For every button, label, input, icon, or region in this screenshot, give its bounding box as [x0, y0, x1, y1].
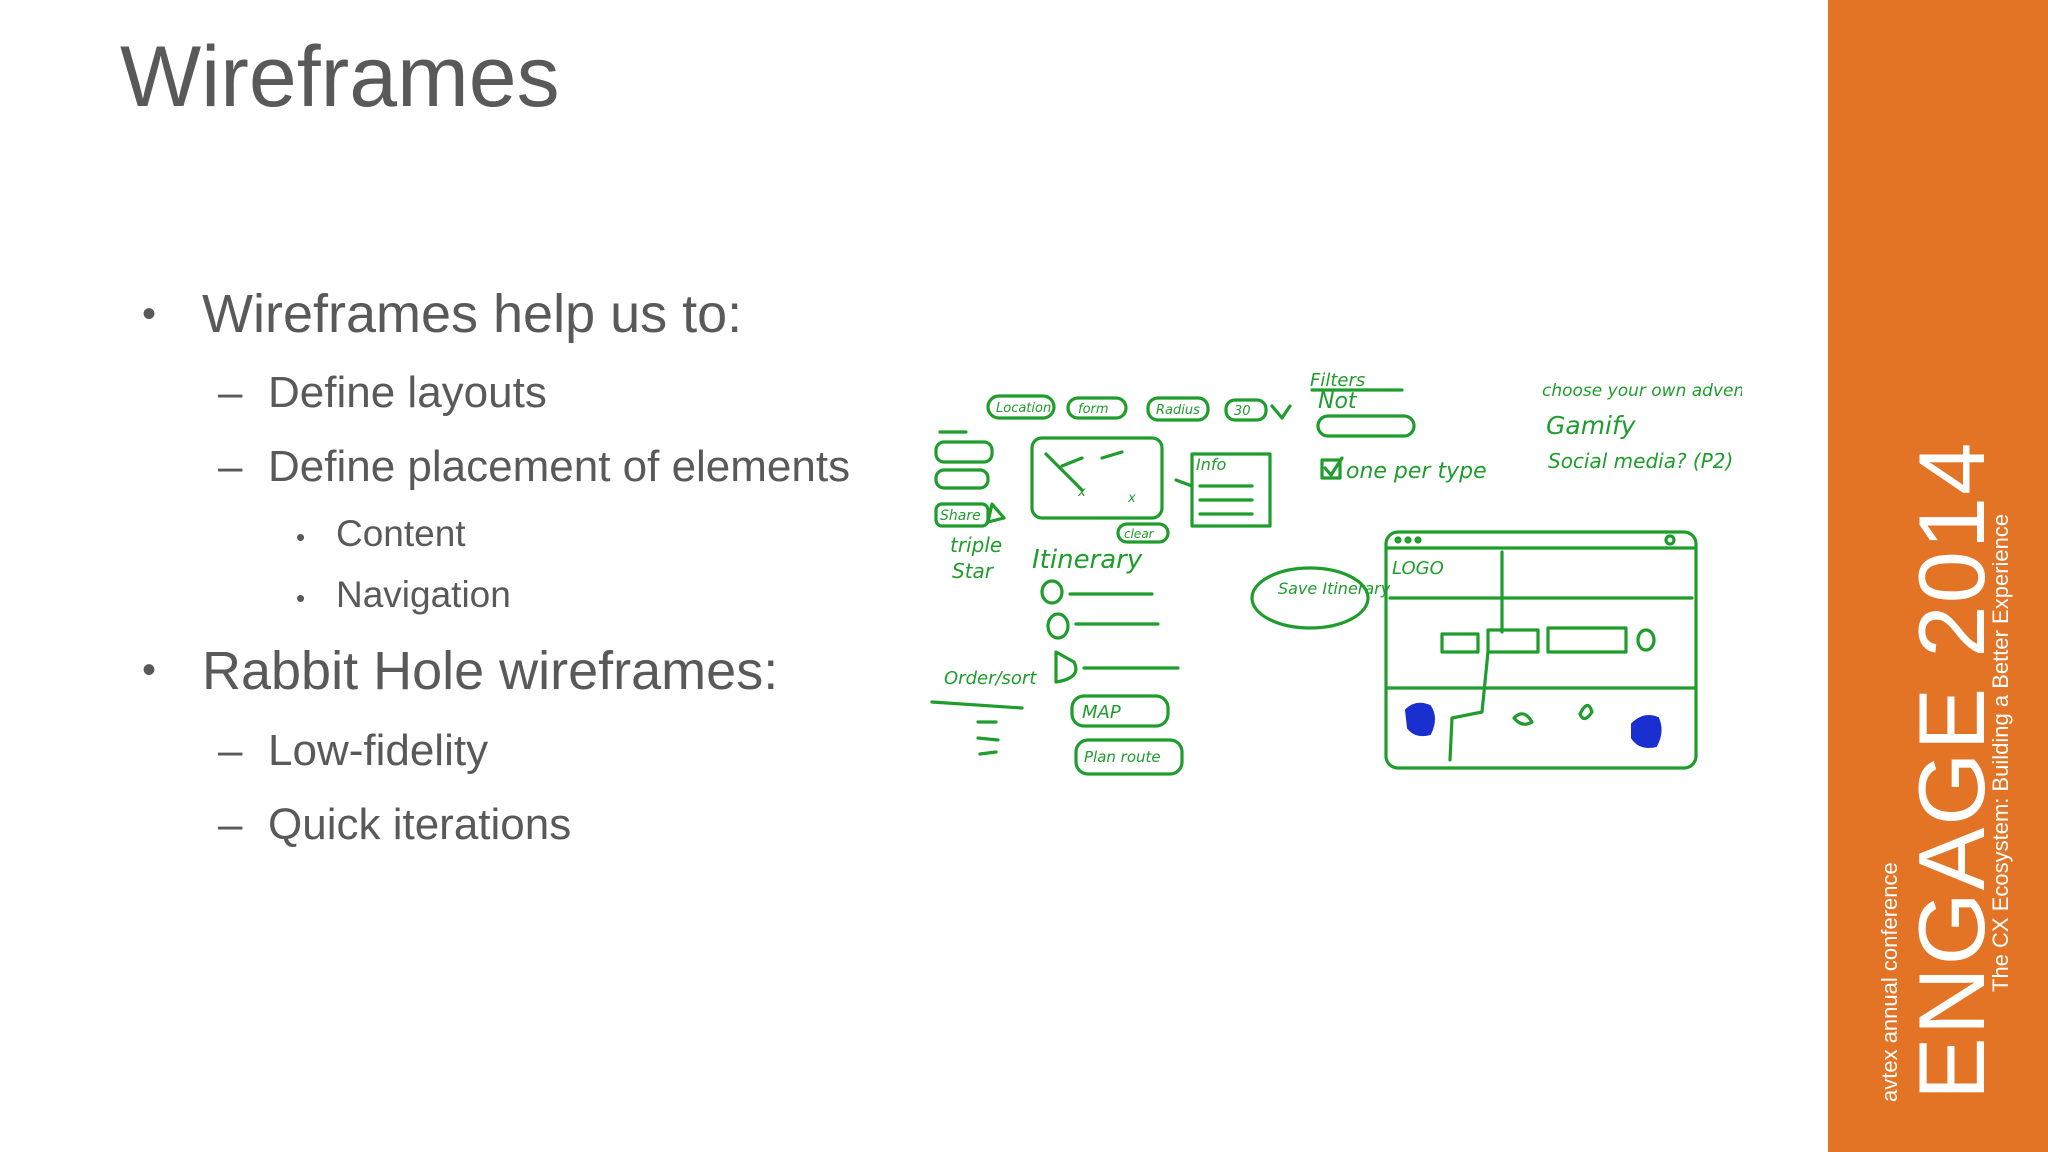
sketch-one-per-type-label: one per type — [1346, 459, 1487, 484]
sketch-dot-right — [1664, 534, 1676, 546]
sketch-filter-field — [1316, 414, 1416, 438]
sketch-map-x1: x — [1077, 485, 1086, 500]
sketch-map-label: MAP — [1082, 702, 1121, 723]
wireframe-sketch-image: Location form Radius 30 Filters Not one … — [922, 362, 1779, 812]
sketch-dropdown-arrow — [1270, 404, 1292, 420]
sub-sub-bullet-content: Content — [336, 513, 466, 554]
sketch-checkmark — [1323, 456, 1344, 477]
sketch-dot-1 — [1394, 536, 1402, 544]
sub-sub-bullet-navigation: Navigation — [336, 574, 511, 615]
sketch-blue-blob-left — [1404, 702, 1435, 737]
sketch-itinerary-item-3 — [1054, 650, 1078, 684]
sketch-choose-label: choose your own adventure — [1542, 381, 1742, 401]
sub-bullet-low-fidelity: Low-fidelity — [268, 726, 489, 775]
wireframe-sketch-drawing: Location form Radius 30 Filters Not one … — [930, 370, 1779, 776]
sketch-radius-pill — [1146, 396, 1210, 422]
sub-bullet-quick-iterations: Quick iterations — [268, 800, 572, 849]
sketch-30-label: 30 — [1234, 404, 1251, 419]
sketch-gamify-label: Gamify — [1546, 411, 1637, 440]
sketch-info-lines — [1174, 478, 1254, 516]
tagline: The CX Ecosystem: Building a Better Expe… — [1988, 513, 2013, 992]
sketch-info-panel — [1190, 452, 1272, 528]
sketch-phone-mockup — [1384, 530, 1698, 770]
sketch-triple-label: triple — [950, 533, 1002, 557]
bullet-mark: • — [296, 583, 306, 613]
sketch-30-pill — [1224, 398, 1268, 422]
sketch-phone-swirl — [1512, 712, 1534, 726]
sketch-phone-dividers — [1386, 550, 1696, 690]
brand-sidebar — [1828, 0, 2048, 1152]
sketch-phone-btn-3 — [1546, 626, 1628, 654]
sketch-location-pill — [986, 394, 1056, 420]
dash-mark: – — [218, 726, 243, 775]
sub-bullet-define-layouts: Define layouts — [268, 368, 547, 417]
sketch-not-label: Not — [1318, 389, 1358, 414]
sketch-map-box — [1030, 436, 1164, 520]
sketch-itinerary-item-1 — [1040, 579, 1064, 605]
sketch-map-marks — [1044, 450, 1124, 492]
sketch-save-bubble — [1250, 566, 1370, 630]
sketch-clear-pill — [1116, 522, 1170, 544]
sketch-phone-route — [1448, 650, 1490, 762]
sketch-left-pill-2 — [934, 468, 990, 490]
bullet-mark: • — [296, 522, 306, 552]
sketch-share-label: Share — [940, 508, 981, 524]
slide-title: Wireframes — [120, 29, 560, 125]
engage-logo-text: ENGAGE 2014 — [1899, 440, 2004, 1100]
sub-bullet-define-placement: Define placement of elements — [268, 442, 851, 491]
sketch-form-pill — [1066, 396, 1128, 420]
sketch-phone-swirl-2 — [1578, 703, 1594, 721]
sketch-radius-label: Radius — [1156, 403, 1200, 418]
sketch-blue-blob-right — [1631, 715, 1662, 748]
sketch-clear-label: clear — [1124, 527, 1155, 541]
sketch-form-label: form — [1078, 402, 1109, 417]
sketch-map-pill — [1070, 694, 1170, 728]
sketch-filters-label: Filters — [1310, 370, 1365, 391]
sketch-share-arrow — [986, 502, 1006, 524]
bullet-rabbit-hole: Rabbit Hole wireframes: — [202, 641, 779, 701]
bullet-mark: • — [142, 648, 157, 692]
bullet-mark: • — [142, 292, 157, 336]
dash-mark: – — [218, 368, 243, 417]
sketch-location-label: Location — [996, 401, 1051, 416]
sketch-itinerary-label: Itinerary — [1032, 545, 1143, 575]
sketch-phone-circle — [1636, 628, 1656, 652]
dash-mark: – — [218, 442, 243, 491]
sketch-dot-3 — [1414, 536, 1422, 544]
sketch-info-label: Info — [1196, 455, 1226, 474]
sketch-plan-route-pill — [1074, 738, 1184, 776]
sketch-phone-btn-2 — [1486, 628, 1540, 654]
sketch-star-label: Star — [952, 559, 995, 583]
sketch-itinerary-item-2 — [1046, 612, 1070, 640]
bullet-list: • Wireframes help us to: – Define layout… — [0, 0, 920, 1152]
sketch-logo-label: LOGO — [1392, 558, 1444, 579]
sketch-map-x2: x — [1127, 491, 1136, 506]
sketch-phone-btn-1 — [1440, 632, 1480, 654]
sketch-order-lines — [930, 700, 1024, 756]
dash-mark: – — [218, 800, 243, 849]
sketch-checkbox — [1320, 458, 1342, 480]
sketch-left-pill-1 — [934, 440, 994, 464]
sketch-order-label: Order/sort — [944, 668, 1037, 689]
sketch-dot-2 — [1404, 536, 1412, 544]
sketch-social-label: Social media? (P2) — [1548, 449, 1733, 473]
bullet-wireframes-help: Wireframes help us to: — [202, 284, 743, 344]
sketch-save-label: Save Itinerary — [1278, 579, 1391, 598]
sketch-plan-route-label: Plan route — [1084, 748, 1161, 766]
